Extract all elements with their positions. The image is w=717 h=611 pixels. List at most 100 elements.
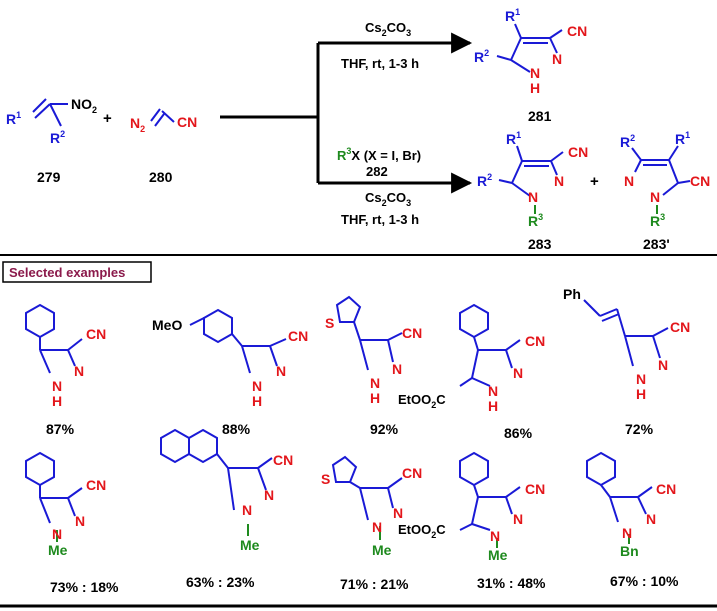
ex4-yield: 86% [504,425,533,441]
ex9-me: Me [488,547,508,563]
svg-text:R2: R2 [50,129,65,146]
ex8-s: S [321,471,330,487]
diazo-n: N [130,115,140,131]
r2-text: R [50,130,60,146]
ex9-yield: 31% : 48% [477,575,546,591]
r1-sup: 1 [16,110,21,120]
p283-r3: R3 [528,212,543,229]
ex8-n1: N [372,519,382,535]
r1-text: R [6,111,16,127]
ex4-h: H [488,398,498,414]
ex9-cn: CN [525,481,545,497]
ex9-ester: EtOO2C [398,522,446,540]
label-282: 282 [366,164,388,179]
bottom-reagent: Cs2CO3 [365,190,411,208]
p281-nh: N [530,65,540,81]
label-280: 280 [149,169,173,185]
example-10: CN N N Bn 67% : 10% [586,451,679,589]
diazoacetonitrile-280: N2 CN 280 [130,108,197,185]
ex2-cn: CN [288,328,308,344]
ex7-n: N [264,487,274,503]
svg-text:N2: N2 [130,115,145,134]
selected-examples-box [2,261,152,283]
ex5-cn: CN [670,319,690,335]
svg-text:NO2: NO2 [71,96,97,115]
ex4-ester: EtOO2C [398,392,446,410]
ex7-n1: N [242,502,252,518]
ex10-cn: CN [656,481,676,497]
ex4-n: N [513,365,523,381]
p283p-n2: N [624,173,634,189]
ex6-n1: N [52,526,62,542]
label-279: 279 [37,169,61,185]
label-281: 281 [528,108,552,124]
label-283-prime: 283' [643,236,670,252]
ex9-n1: N [490,528,500,544]
ex5-nh: N [636,371,646,387]
ex3-yield: 92% [370,421,399,437]
ex4-cn: CN [525,333,545,349]
diazo-n-sub: 2 [140,124,145,134]
example-9: CN N N Me EtOO2C 31% : 48% [398,451,546,591]
diazo-cn: CN [177,114,197,130]
ex7-cn: CN [273,452,293,468]
ex10-n: N [646,511,656,527]
p283-n2: N [554,173,564,189]
ex2-h: H [252,393,262,409]
ex9-n: N [513,511,523,527]
example-4: CN N N H EtOO2C 86% [398,303,545,441]
ex8-cn: CN [402,465,422,481]
p283-r2: R2 [477,172,492,189]
nitroalkene-279: R1 NO2 R2 279 [6,96,97,185]
p281-h: H [530,80,540,96]
ex2-yield: 88% [222,421,251,437]
ex3-n: N [392,361,402,377]
product-283-prime: R2 R1 N N CN R3 283' [620,130,710,252]
ex8-me: Me [372,542,392,558]
ex1-cn: CN [86,326,106,342]
example-8: S CN N N Me 71% : 21% [321,455,422,592]
ex4-nh: N [488,383,498,399]
ex2-n: N [276,363,286,379]
nitro-sub: 2 [92,105,97,115]
ex2-meo: MeO [152,317,182,333]
ex6-n: N [75,513,85,529]
ex3-h: H [370,390,380,406]
p283-n1: N [528,189,538,205]
alkylator-282: R3X (X = I, Br) [337,146,421,163]
top-conditions: THF, rt, 1-3 h [341,56,419,71]
p283-cn: CN [568,144,588,160]
ex6-cn: CN [86,477,106,493]
ex5-h: H [636,386,646,402]
nitro-text: NO [71,96,92,112]
p281-n: N [552,51,562,67]
plus-sign: + [103,110,112,127]
ex1-yield: 87% [46,421,75,437]
selected-examples-title: Selected examples [9,265,125,280]
p281-r1: R1 [505,7,520,24]
p281-cn: CN [567,23,587,39]
example-1: CN N N H 87% [25,303,106,437]
example-2: MeO CN N N H 88% [152,308,308,437]
svg-text:R1: R1 [6,110,21,127]
p283p-cn: CN [690,173,710,189]
example-6: CN N N Me 73% : 18% [25,451,119,595]
p283-r1: R1 [506,130,521,147]
ex5-yield: 72% [625,421,654,437]
ex8-yield: 71% : 21% [340,576,409,592]
p281-r2: R2 [474,48,489,65]
ex1-nh: N [52,378,62,394]
reaction-arrows [220,32,473,194]
label-283: 283 [528,236,552,252]
ex10-yield: 67% : 10% [610,573,679,589]
ex5-ph: Ph [563,286,581,302]
ex10-n1: N [622,525,632,541]
ex10-bn: Bn [620,543,639,559]
product-283: R1 CN R2 N N R3 283 [477,130,588,252]
ex3-cn: CN [402,325,422,341]
ex6-me: Me [48,542,68,558]
ex8-n: N [393,505,403,521]
example-3: S CN N N H 92% [325,295,422,437]
ex3-s: S [325,315,334,331]
